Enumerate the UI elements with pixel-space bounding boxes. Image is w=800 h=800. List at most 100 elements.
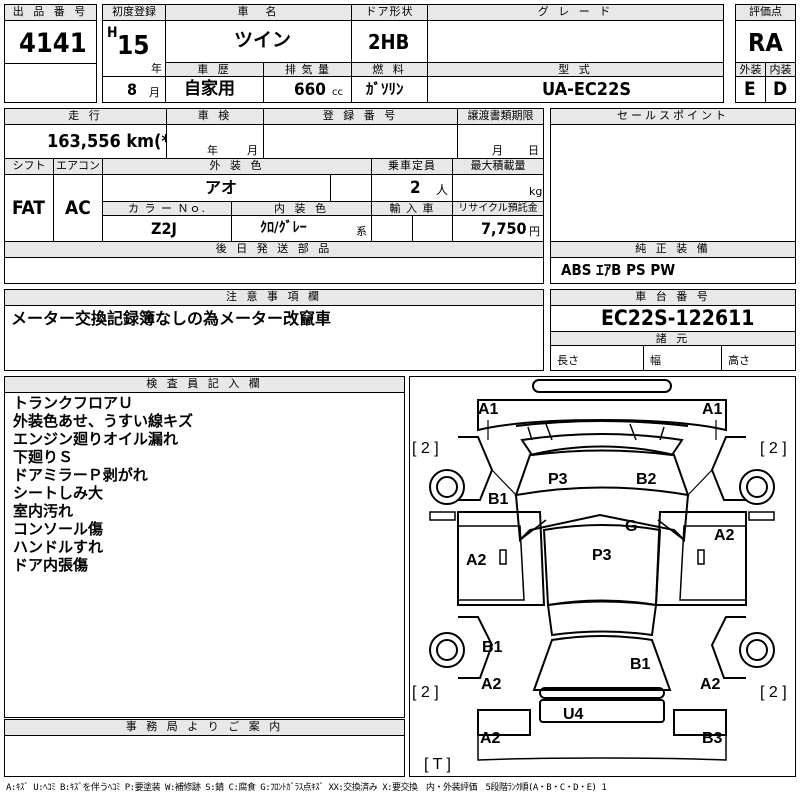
note-line: ハンドルすれ [13, 538, 104, 556]
interior-grade: D [773, 78, 788, 100]
fuel-header: 燃 料 [351, 62, 428, 77]
damage-label: B3 [702, 730, 723, 747]
inspector-notes-header: 検 査 員 記 入 欄 [4, 376, 405, 393]
displacement-header: 排 気 量 [263, 62, 352, 77]
car-name-cell: ツイン [165, 20, 352, 63]
capacity-cell: 2 人 [371, 174, 453, 202]
spare-tire-label: [ T ] [424, 756, 451, 773]
displacement-cell: 660 cc [263, 76, 352, 103]
history-cell: 自家用 [165, 76, 264, 103]
max-load-unit: kg [529, 185, 543, 198]
damage-label: P3 [592, 547, 612, 564]
shift: FAT [12, 197, 45, 219]
recycle-cell: 7,750 円 [452, 215, 544, 242]
height-label: 高さ [728, 354, 750, 367]
tire-label: [ 2 ] [760, 440, 787, 457]
chassis-number-cell: EC22S-122611 [550, 305, 796, 332]
fuel-cell: ｶﾞｿﾘﾝ [351, 76, 428, 103]
damage-label: A2 [700, 676, 721, 693]
registration-year: 15 [117, 31, 150, 61]
recycle-unit: 円 [529, 225, 540, 238]
note-line: 室内汚れ [13, 502, 74, 520]
capacity-header: 乗車定員 [371, 158, 453, 175]
door-type: 2HB [368, 30, 410, 54]
lot-number-header: 出 品 番 号 [4, 4, 97, 21]
caution-cell: メーター交換記録簿なしの為メーター改竄車 [4, 305, 544, 371]
model-code-cell: UA-EC22S [427, 76, 724, 103]
chassis-number: EC22S-122611 [601, 306, 755, 330]
inspection-cell: 年 月 [166, 124, 264, 159]
score: RA [748, 28, 783, 57]
later-parts-cell [4, 257, 544, 284]
color-no-cell: Z2J [102, 215, 232, 242]
month-unit: 月 [149, 86, 160, 99]
history: 自家用 [184, 79, 235, 99]
sales-points-cell [550, 124, 796, 242]
color-no-header: カ ラ ー Ｎｏ. [102, 201, 232, 216]
exterior-grade-cell: E [735, 76, 766, 103]
interior-header: 内装 [765, 62, 796, 77]
first-registration-month-cell: 8 月 [102, 76, 166, 103]
aircon: AC [65, 197, 91, 219]
car-diagram-panel [409, 376, 796, 777]
import-cell-b [412, 215, 453, 242]
exterior-header: 外装 [735, 62, 766, 77]
tire-label: [ 2 ] [412, 440, 439, 457]
later-parts-header: 後 日 発 送 部 品 [4, 241, 544, 258]
displacement-unit: cc [332, 87, 343, 98]
interior-color: ｸﾛ/ｸﾞﾚｰ [260, 220, 307, 236]
damage-label: A2 [714, 527, 735, 544]
note-line: コンソール傷 [13, 520, 104, 538]
model-code: UA-EC22S [542, 79, 631, 100]
registration-month: 8 [127, 80, 138, 99]
lot-number-blank [4, 63, 97, 103]
note-line: 下廻りＳ [13, 448, 74, 466]
caution-header: 注 意 事 項 欄 [4, 289, 544, 306]
damage-label: G [625, 518, 638, 535]
width-cell: 幅 [643, 345, 722, 371]
office-notes-cell [4, 735, 405, 777]
interior-color-header: 内 装 色 [231, 201, 372, 216]
chassis-number-header: 車 台 番 号 [550, 289, 796, 306]
door-type-cell: 2HB [351, 20, 428, 63]
shift-cell: FAT [4, 174, 54, 242]
note-line: エンジン廻りオイル漏れ [13, 430, 179, 448]
mileage: 163,556 km(*) [47, 131, 178, 152]
note-line: ドアミラーＰ剥がれ [13, 466, 148, 484]
score-cell: RA [735, 20, 796, 63]
genuine-equipment-header: 純 正 装 備 [550, 241, 796, 258]
height-cell: 高さ [721, 345, 796, 371]
dimensions-header: 諸 元 [550, 331, 796, 346]
exterior-color-cell: アオ [102, 174, 331, 202]
damage-label: B1 [482, 639, 503, 656]
inspection-month-unit: 月 [247, 144, 258, 157]
damage-label: A1 [702, 401, 723, 418]
transfer-day-unit: 日 [528, 144, 539, 157]
transfer-deadline-cell: 月 日 [457, 124, 544, 159]
inspection-header: 車 検 [166, 108, 264, 125]
damage-legend: A:ｷｽﾞ U:ﾍｺﾐ B:ｷｽﾞを伴うﾍｺﾐ P:要塗装 W:補修跡 S:錆 … [6, 783, 607, 793]
max-load-cell: kg [452, 174, 544, 202]
first-registration-header: 初度登録 [102, 4, 166, 21]
note-line: トランクフロアＵ [13, 394, 134, 412]
tire-label: [ 2 ] [412, 684, 439, 701]
aircon-cell: AC [53, 174, 103, 242]
max-load-header: 最大積載量 [452, 158, 544, 175]
capacity-unit: 人 [436, 183, 449, 197]
score-header: 評価点 [735, 4, 796, 21]
width-label: 幅 [650, 354, 661, 367]
exterior-color: アオ [205, 178, 238, 197]
genuine-equipment-cell: ABS ｴｱB PS PW [550, 257, 796, 284]
length-label: 長さ [557, 354, 579, 367]
fuel: ｶﾞｿﾘﾝ [366, 80, 404, 98]
inspection-year-unit: 年 [207, 144, 218, 157]
exterior-color-header: 外 装 色 [102, 158, 372, 175]
length-cell: 長さ [550, 345, 644, 371]
history-header: 車 歴 [165, 62, 264, 77]
damage-label: A2 [466, 552, 487, 569]
mileage-cell: 163,556 km(*) [4, 124, 177, 159]
interior-color-suffix: 系 [356, 225, 367, 238]
damage-label: A2 [480, 730, 501, 747]
grade-cell [427, 20, 724, 63]
damage-label: B1 [630, 656, 651, 673]
